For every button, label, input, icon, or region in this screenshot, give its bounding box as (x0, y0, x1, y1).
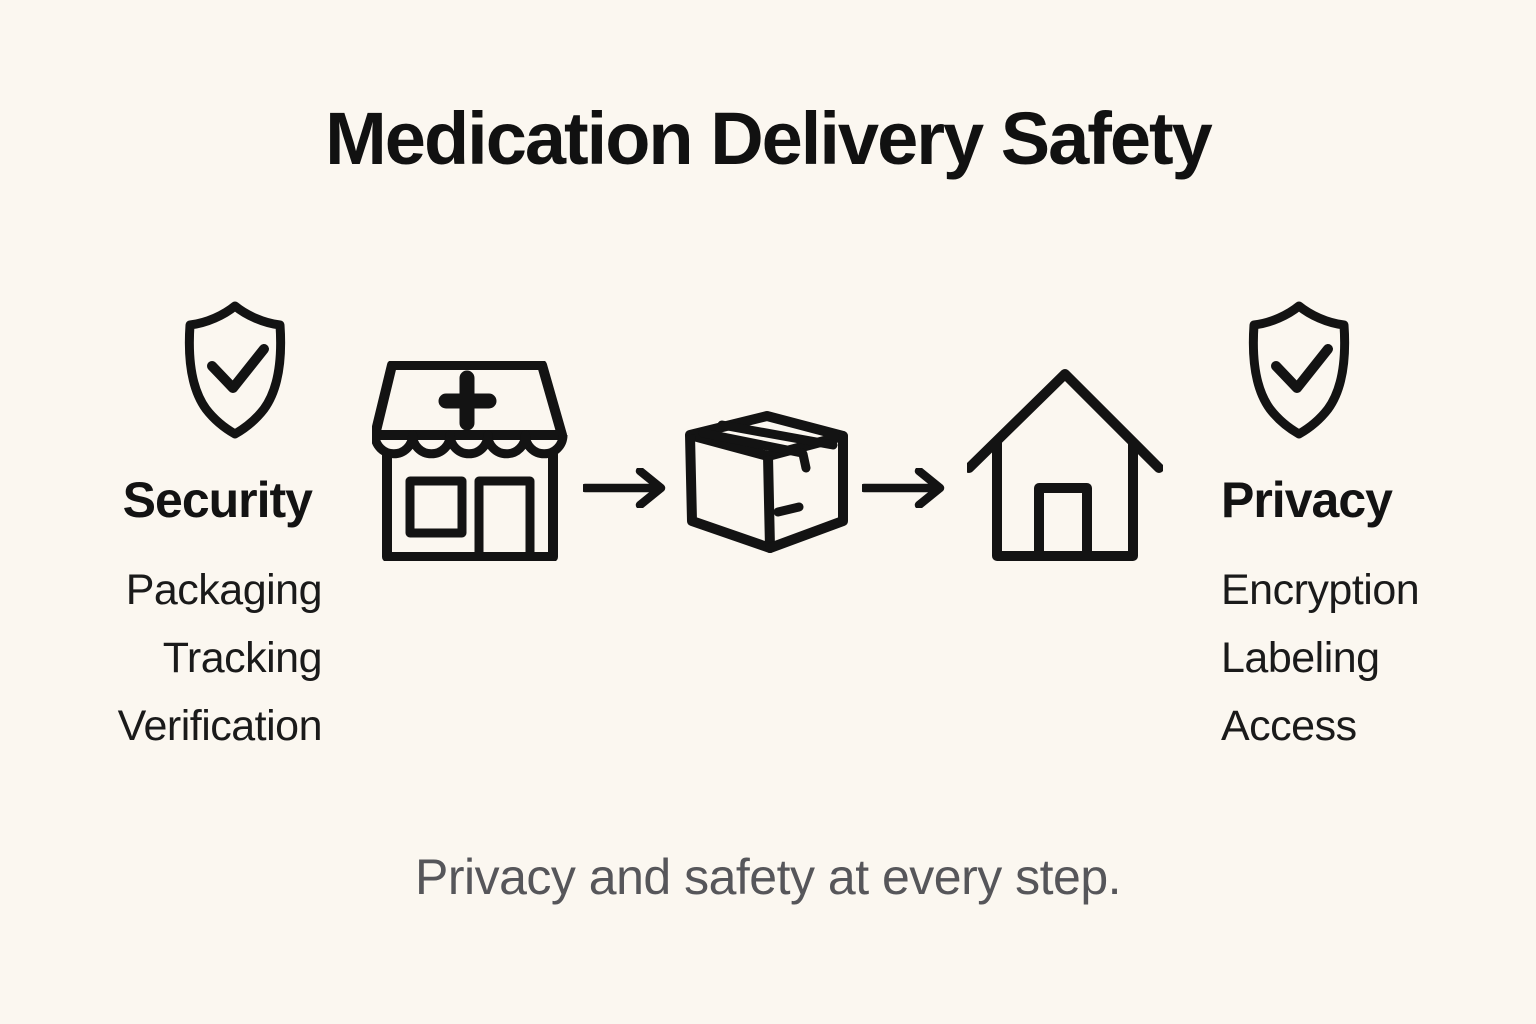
security-item: Verification (117, 702, 323, 750)
security-item: Packaging (125, 566, 323, 614)
label-dash (773, 502, 804, 517)
privacy-item: Encryption (1221, 566, 1420, 614)
security-items: Packaging Tracking Verification (22, 556, 323, 760)
caption-text: Privacy and safety at every step. (414, 849, 1122, 905)
page-title: Medication Delivery Safety (325, 97, 1213, 180)
privacy-heading: Privacy (1221, 472, 1393, 528)
pharmacy-store-icon (372, 361, 568, 561)
security-heading: Security (122, 472, 313, 528)
privacy-shield-check-icon (1248, 301, 1350, 439)
privacy-items: Encryption Labeling Access (1221, 556, 1536, 760)
package-box-icon (685, 411, 848, 553)
security-shield-check-icon (184, 301, 286, 439)
medical-cross-icon (438, 370, 497, 431)
tape-seam (698, 420, 838, 473)
security-item: Tracking (162, 634, 323, 682)
arrow-right-icon (862, 468, 945, 508)
privacy-item: Labeling (1221, 634, 1380, 682)
home-icon (967, 369, 1163, 561)
privacy-item: Access (1221, 702, 1357, 750)
arrow-right-icon (583, 468, 666, 508)
